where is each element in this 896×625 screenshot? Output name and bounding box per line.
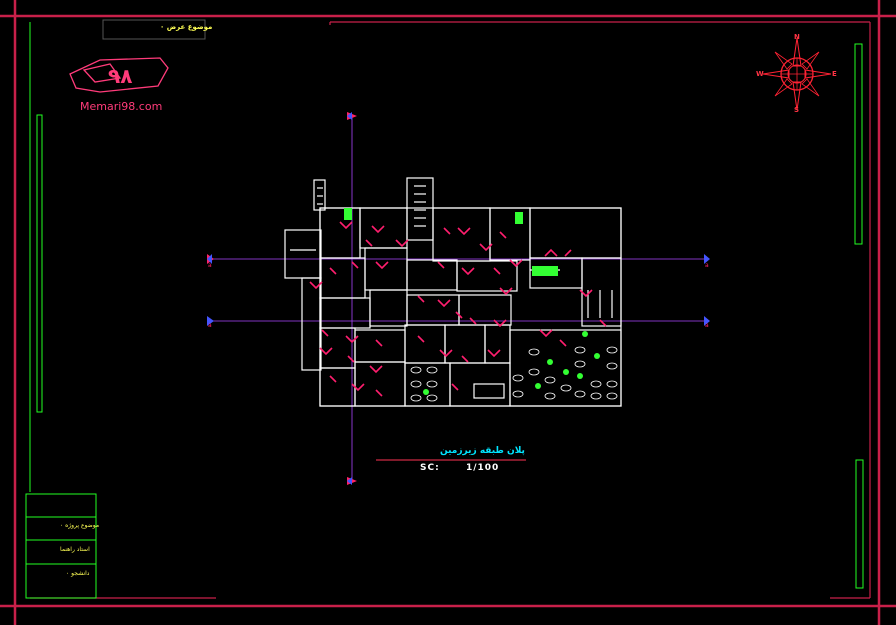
title-block-row2: موضوع پروژه ۰	[60, 522, 100, 529]
compass-west-label: W	[756, 70, 764, 78]
axis-label-left-top: a	[208, 262, 212, 269]
axis-markers	[207, 112, 710, 485]
scale-label: SC: 1/100	[420, 463, 499, 473]
axis-label-right-top: a	[705, 262, 709, 269]
inner-frame	[25, 19, 864, 599]
plant-symbols	[344, 208, 600, 395]
north-arrow[interactable]	[762, 37, 832, 111]
scale-prefix: SC:	[420, 463, 440, 473]
logo-url[interactable]: Memari98.com	[80, 100, 163, 113]
compass-east-label: E	[832, 70, 837, 78]
axis-label-left-bottom: a	[208, 322, 212, 329]
scale-value: 1/100	[465, 463, 500, 473]
top-label: موضوع عرض ۰	[160, 23, 213, 31]
furniture	[410, 346, 618, 402]
logo-graphic	[69, 57, 169, 93]
floor-plan[interactable]	[284, 177, 622, 407]
compass-north-label: N	[794, 33, 800, 41]
plan-title: پلان طبقه زیرزمین	[440, 446, 525, 456]
axis-label-right-bottom: a	[705, 322, 709, 329]
grid-axes	[212, 116, 708, 480]
title-block-row4: دانشجو ۰	[66, 570, 90, 577]
door-symbols	[309, 221, 607, 397]
logo-glyphs: ۹۸	[108, 64, 133, 88]
title-block-row3: استاد راهنما	[60, 546, 90, 553]
compass-south-label: S	[794, 106, 800, 114]
